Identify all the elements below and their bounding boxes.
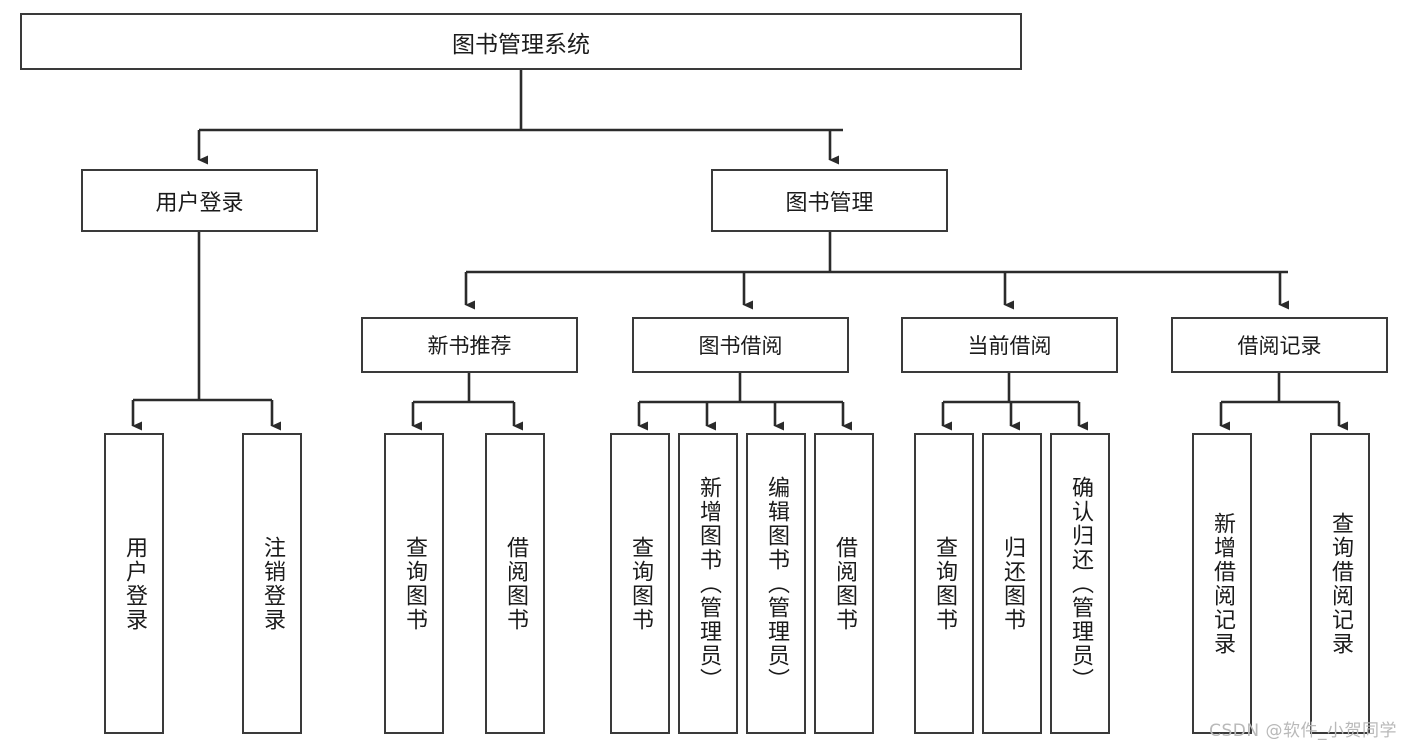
node-label: 查询图书 [401,535,427,632]
node-label: 归还图书 [999,535,1025,632]
node-label: 查询借阅记录 [1327,511,1353,656]
node-label: 借阅图书 [502,535,528,632]
node-book-management[interactable]: 图书管理 [711,169,948,232]
node-label: 图书管理系统 [452,31,590,58]
node-label: 新书推荐 [427,334,512,358]
leaf-user-login-logout[interactable]: 注销登录 [242,433,302,734]
node-current-borrow[interactable]: 当前借阅 [901,317,1118,373]
node-label: 注销登录 [259,535,285,632]
node-label: 图书管理 [785,190,874,216]
csdn-watermark: CSDN @软件_小贺同学 [1209,721,1397,741]
leaf-borrow-record-add-record[interactable]: 新增借阅记录 [1192,433,1252,734]
node-label: 查询图书 [931,535,957,632]
node-root-book-management-system[interactable]: 图书管理系统 [20,13,1022,70]
node-label: 查询图书 [627,535,653,632]
leaf-new-book-query-book[interactable]: 查询图书 [384,433,444,734]
leaf-book-borrow-borrow-book[interactable]: 借阅图书 [814,433,874,734]
node-label: 用户登录 [121,535,147,632]
node-label: 借阅图书 [831,535,857,632]
node-label: 新增图书（管理员） [695,475,721,692]
leaf-new-book-borrow-book[interactable]: 借阅图书 [485,433,545,734]
leaf-borrow-record-query-record[interactable]: 查询借阅记录 [1310,433,1370,734]
leaf-book-borrow-query-book[interactable]: 查询图书 [610,433,670,734]
node-label: 借阅记录 [1237,334,1322,358]
leaf-current-borrow-confirm-return-admin[interactable]: 确认归还（管理员） [1050,433,1110,734]
leaf-current-borrow-return-book[interactable]: 归还图书 [982,433,1042,734]
node-user-login[interactable]: 用户登录 [81,169,318,232]
node-label: 编辑图书（管理员） [763,475,789,692]
node-label: 确认归还（管理员） [1067,475,1093,692]
leaf-user-login-login[interactable]: 用户登录 [104,433,164,734]
leaf-current-borrow-query-book[interactable]: 查询图书 [914,433,974,734]
node-new-book-recommend[interactable]: 新书推荐 [361,317,578,373]
node-label: 用户登录 [155,190,244,216]
node-label: 当前借阅 [967,334,1052,358]
node-borrow-record[interactable]: 借阅记录 [1171,317,1388,373]
leaf-book-borrow-add-book-admin[interactable]: 新增图书（管理员） [678,433,738,734]
leaf-book-borrow-edit-book-admin[interactable]: 编辑图书（管理员） [746,433,806,734]
node-book-borrow[interactable]: 图书借阅 [632,317,849,373]
node-label: 新增借阅记录 [1209,511,1235,656]
node-label: 图书借阅 [698,334,783,358]
